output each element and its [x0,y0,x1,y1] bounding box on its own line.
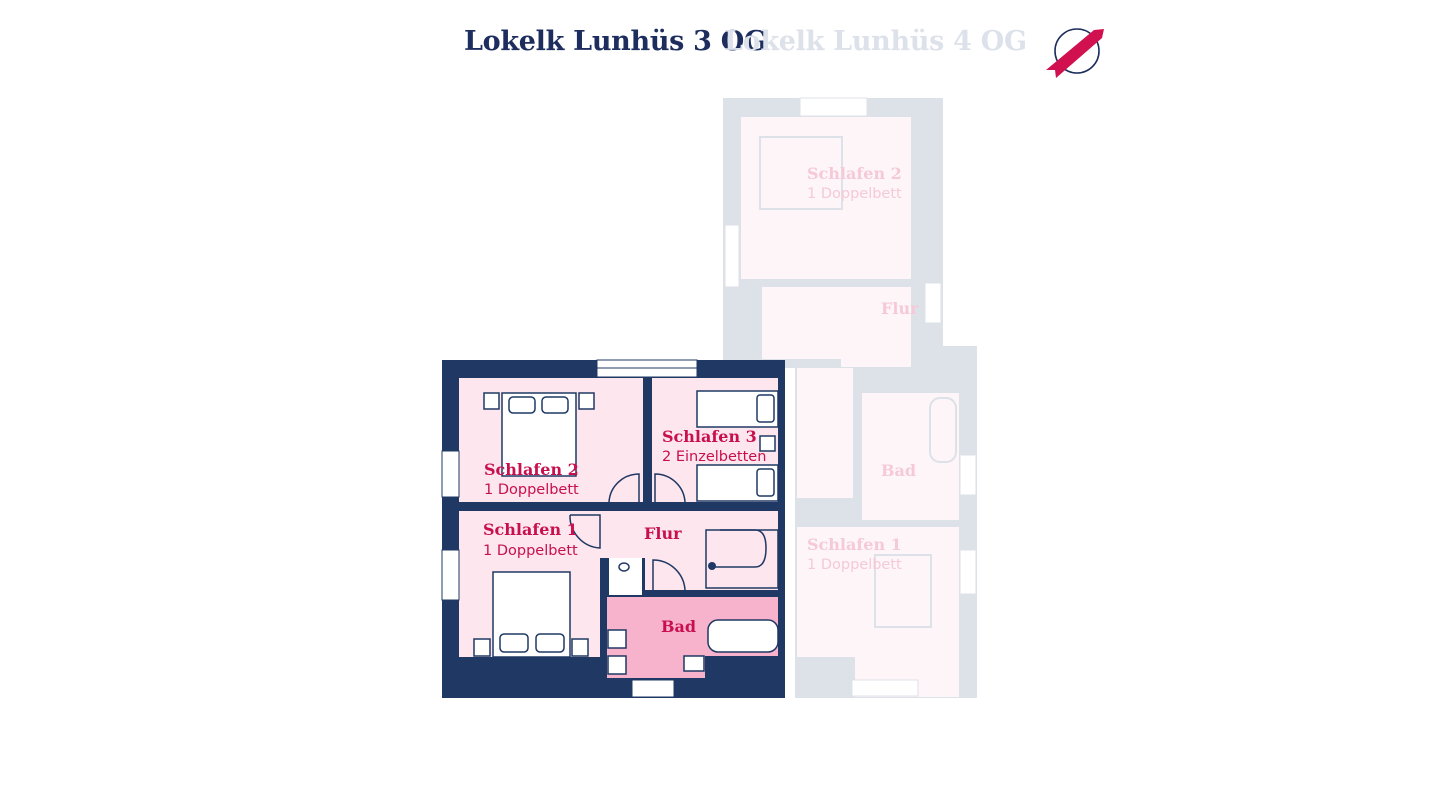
ghost-room-name: Schlafen 2 [807,164,902,183]
ghost-room-beds: 1 Doppelbett [807,186,902,202]
room-name: Schlafen 3 [662,427,757,446]
tab-4-og[interactable]: Lokelk Lunhüs 4 OG [724,26,1027,57]
ghost-room-name: Bad [881,461,916,480]
ghost-room-name: Flur [881,299,919,318]
room-name: Bad [661,617,696,636]
room-beds: 1 Doppelbett [483,543,578,559]
room-name: Schlafen 1 [483,520,578,539]
logo-ribbon-icon [1046,28,1104,78]
floor-3-plan: Schlafen 2 1 Doppelbett Schlafen 3 2 Ein… [441,359,785,698]
ghost-room-name: Schlafen 1 [807,535,902,554]
room-beds: 1 Doppelbett [484,482,579,498]
room-beds: 2 Einzelbetten [662,449,766,465]
room-flur [600,511,778,558]
floor-4-ghost-plan: Schlafen 2 1 Doppelbett Flur Bad Schlafe… [723,97,977,698]
ghost-room-beds: 1 Doppelbett [807,557,902,573]
tab-3-og[interactable]: Lokelk Lunhüs 3 OG [464,26,767,57]
room-name: Flur [644,524,682,543]
room-name: Schlafen 2 [484,460,579,479]
